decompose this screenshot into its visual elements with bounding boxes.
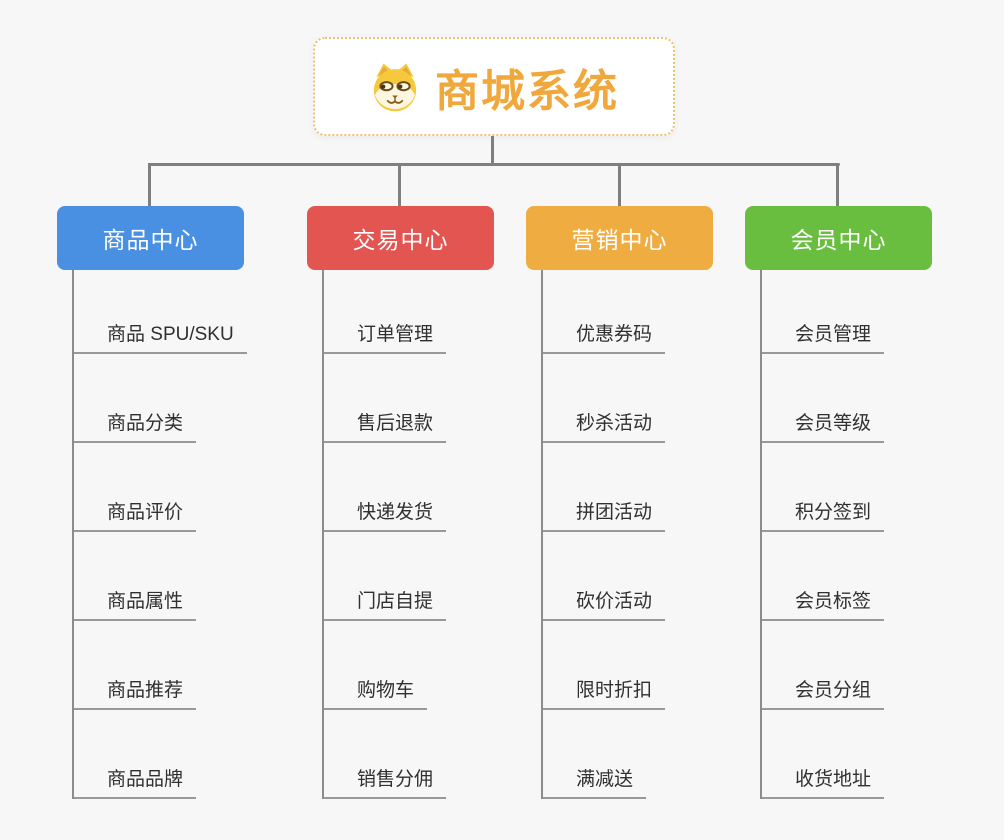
branch-trade-center: 交易中心 订单管理 售后退款 快递发货 门店自提 购物车 销售分佣: [307, 206, 557, 799]
connector-horizontal: [148, 163, 840, 166]
leaf-label: 售后退款: [324, 408, 447, 443]
connector-root-vertical: [491, 136, 494, 166]
branch-node-member-center[interactable]: 会员中心: [745, 206, 932, 270]
branch-leaves-member: 会员管理 会员等级 积分签到 会员标签 会员分组 收货地址: [760, 270, 995, 799]
branch-leaves-trade: 订单管理 售后退款 快递发货 门店自提 购物车 销售分佣: [322, 270, 557, 799]
connector-drop-product: [148, 163, 151, 206]
leaf-node[interactable]: 商品品牌: [74, 710, 307, 799]
branch-member-center: 会员中心 会员管理 会员等级 积分签到 会员标签 会员分组 收货地址: [745, 206, 995, 799]
connector-drop-trade: [398, 163, 401, 206]
leaf-node[interactable]: 限时折扣: [543, 621, 776, 710]
leaf-label: 商品分类: [74, 408, 197, 443]
leaf-node[interactable]: 订单管理: [324, 270, 557, 354]
leaf-node[interactable]: 满减送: [543, 710, 776, 799]
leaf-label: 砍价活动: [543, 586, 666, 621]
connector-drop-member: [836, 163, 839, 206]
root-node[interactable]: 商城系统: [313, 37, 675, 136]
leaf-label: 门店自提: [324, 586, 447, 621]
leaf-node[interactable]: 优惠券码: [543, 270, 776, 354]
leaf-label: 积分签到: [762, 497, 885, 532]
leaf-node[interactable]: 商品评价: [74, 443, 307, 532]
leaf-label: 收货地址: [762, 764, 885, 799]
leaf-label: 商品属性: [74, 586, 197, 621]
root-node-title: 商城系统: [435, 66, 619, 116]
leaf-node[interactable]: 拼团活动: [543, 443, 776, 532]
leaf-label: 会员分组: [762, 675, 885, 710]
leaf-label: 限时折扣: [543, 675, 666, 710]
leaf-node[interactable]: 售后退款: [324, 354, 557, 443]
leaf-label: 商品推荐: [74, 675, 197, 710]
leaf-node[interactable]: 会员分组: [762, 621, 995, 710]
leaf-label: 优惠券码: [543, 319, 666, 354]
leaf-node[interactable]: 砍价活动: [543, 532, 776, 621]
branch-node-label: 商品中心: [102, 227, 199, 253]
leaf-node[interactable]: 商品 SPU/SKU: [74, 270, 307, 354]
branch-node-label: 营销中心: [571, 227, 668, 253]
leaf-node[interactable]: 会员标签: [762, 532, 995, 621]
leaf-label: 快递发货: [324, 497, 447, 532]
branch-leaves-marketing: 优惠券码 秒杀活动 拼团活动 砍价活动 限时折扣 满减送: [541, 270, 776, 799]
leaf-label: 销售分佣: [324, 764, 447, 799]
leaf-node[interactable]: 积分签到: [762, 443, 995, 532]
leaf-node[interactable]: 购物车: [324, 621, 557, 710]
branch-marketing-center: 营销中心 优惠券码 秒杀活动 拼团活动 砍价活动 限时折扣 满减送: [526, 206, 776, 799]
leaf-label: 订单管理: [324, 319, 447, 354]
leaf-node[interactable]: 会员管理: [762, 270, 995, 354]
leaf-label: 会员等级: [762, 408, 885, 443]
leaf-node[interactable]: 商品分类: [74, 354, 307, 443]
branch-leaves-product: 商品 SPU/SKU 商品分类 商品评价 商品属性 商品推荐 商品品牌: [72, 270, 307, 799]
leaf-node[interactable]: 秒杀活动: [543, 354, 776, 443]
leaf-node[interactable]: 收货地址: [762, 710, 995, 799]
leaf-node[interactable]: 快递发货: [324, 443, 557, 532]
leaf-label: 秒杀活动: [543, 408, 666, 443]
branch-product-center: 商品中心 商品 SPU/SKU 商品分类 商品评价 商品属性 商品推荐 商品品牌: [57, 206, 307, 799]
leaf-label: 满减送: [543, 764, 647, 799]
branch-node-label: 会员中心: [790, 227, 887, 253]
leaf-node[interactable]: 商品属性: [74, 532, 307, 621]
leaf-label: 会员标签: [762, 586, 885, 621]
branch-node-marketing-center[interactable]: 营销中心: [526, 206, 713, 270]
branch-node-product-center[interactable]: 商品中心: [57, 206, 244, 270]
leaf-label: 会员管理: [762, 319, 885, 354]
leaf-label: 商品评价: [74, 497, 197, 532]
leaf-node[interactable]: 会员等级: [762, 354, 995, 443]
leaf-node[interactable]: 商品推荐: [74, 621, 307, 710]
branch-node-label: 交易中心: [352, 227, 449, 253]
leaf-node[interactable]: 销售分佣: [324, 710, 557, 799]
leaf-label: 商品品牌: [74, 764, 197, 799]
branch-node-trade-center[interactable]: 交易中心: [307, 206, 494, 270]
connector-drop-marketing: [618, 163, 621, 206]
leaf-label: 购物车: [324, 675, 428, 710]
leaf-label: 拼团活动: [543, 497, 666, 532]
leaf-label: 商品 SPU/SKU: [74, 319, 247, 354]
shiba-dog-icon: [373, 62, 417, 111]
leaf-node[interactable]: 门店自提: [324, 532, 557, 621]
